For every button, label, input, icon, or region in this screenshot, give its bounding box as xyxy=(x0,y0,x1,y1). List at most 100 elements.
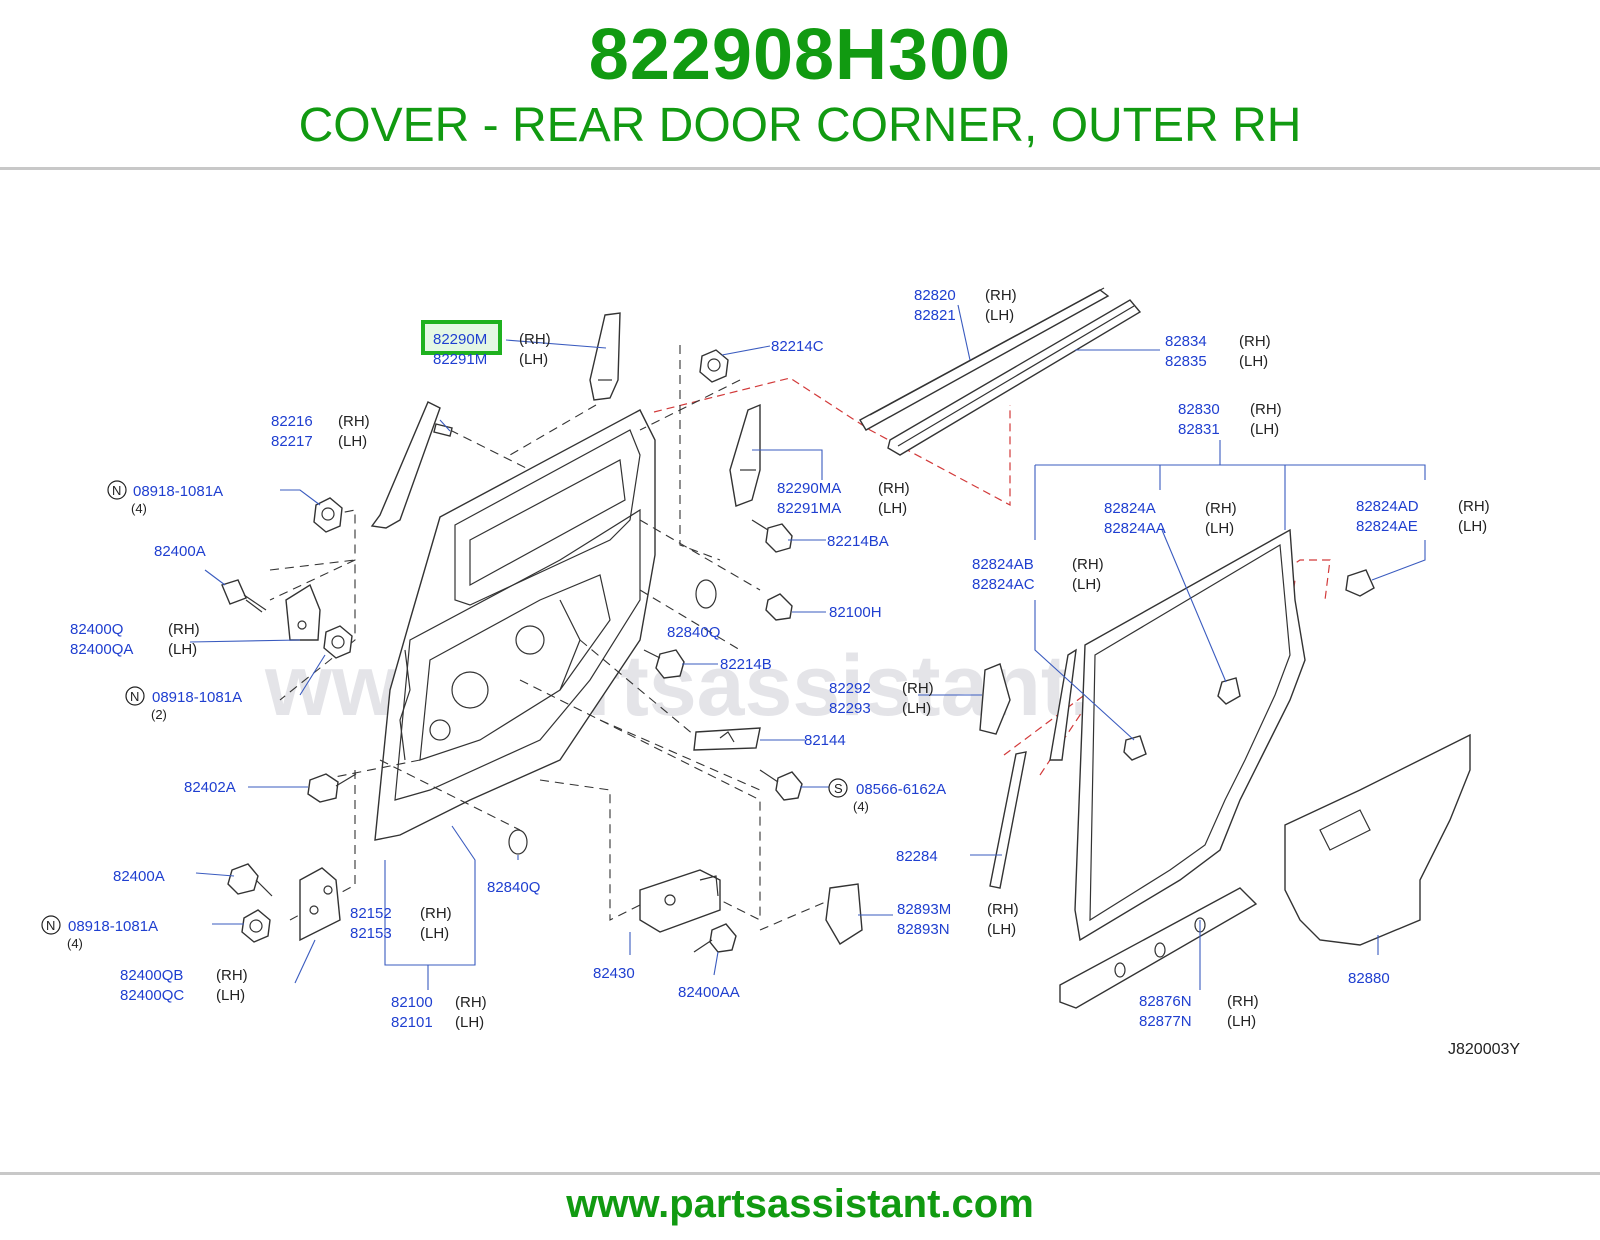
clip-82824AB-part xyxy=(1123,735,1147,761)
label-82152[interactable]: 82152 xyxy=(350,905,392,922)
label-82217[interactable]: 82217 xyxy=(271,433,313,450)
label-82291MA-side: (LH) xyxy=(878,500,907,517)
corner-cover-82290MA-part xyxy=(729,403,761,507)
nut-82214C-part xyxy=(699,349,729,383)
symbol-s-icon xyxy=(828,778,848,798)
corner-cover-82290M-part xyxy=(589,312,621,401)
label-82840Q-upper[interactable]: 82840Q xyxy=(667,624,720,641)
label-82835[interactable]: 82835 xyxy=(1165,353,1207,370)
bolt-82400A-part xyxy=(221,579,267,613)
label-82876N[interactable]: 82876N xyxy=(1139,993,1192,1010)
label-82284[interactable]: 82284 xyxy=(896,848,938,865)
label-82290MA[interactable]: 82290MA xyxy=(777,480,841,497)
label-82100H[interactable]: 82100H xyxy=(829,604,882,621)
labels: 82290M (RH) 82291M (LH) 82214C 82820 (RH… xyxy=(41,287,1520,1058)
symbol-n-icon xyxy=(125,686,145,706)
label-82400AA[interactable]: 82400AA xyxy=(678,984,740,1001)
label-82824AB[interactable]: 82824AB xyxy=(972,556,1034,573)
sash-82216-part xyxy=(370,401,453,529)
qty-b: (2) xyxy=(151,707,167,722)
weatherstrip-82834-part xyxy=(887,299,1142,456)
label-82824AE[interactable]: 82824AE xyxy=(1356,518,1418,535)
label-82834[interactable]: 82834 xyxy=(1165,333,1207,350)
nut-part xyxy=(313,497,343,533)
label-82824AC[interactable]: 82824AC xyxy=(972,576,1035,593)
label-82101-side: (LH) xyxy=(455,1014,484,1031)
hinge-upper-part xyxy=(285,583,321,641)
label-82820[interactable]: 82820 xyxy=(914,287,956,304)
label-82834-side: (RH) xyxy=(1239,333,1271,350)
label-08918-1081A-a[interactable]: 08918-1081A xyxy=(133,483,223,500)
label-82100[interactable]: 82100 xyxy=(391,994,433,1011)
label-82291MA[interactable]: 82291MA xyxy=(777,500,841,517)
clip-82214BA-part xyxy=(751,519,793,553)
label-82292[interactable]: 82292 xyxy=(829,680,871,697)
label-82430[interactable]: 82430 xyxy=(593,965,635,982)
label-82824A[interactable]: 82824A xyxy=(1104,500,1156,517)
label-82400Q-side: (RH) xyxy=(168,621,200,638)
label-82144[interactable]: 82144 xyxy=(804,732,846,749)
label-08918-1081A-b[interactable]: 08918-1081A xyxy=(152,689,242,706)
label-82821[interactable]: 82821 xyxy=(914,307,956,324)
label-82830[interactable]: 82830 xyxy=(1178,401,1220,418)
clip-82214B-part xyxy=(643,649,685,679)
label-82290M-side: (RH) xyxy=(519,331,551,348)
label-82824AD[interactable]: 82824AD xyxy=(1356,498,1419,515)
leader-lines xyxy=(189,304,1426,990)
clip-82824AD-part xyxy=(1345,569,1375,597)
label-82293[interactable]: 82293 xyxy=(829,700,871,717)
label-82821-side: (LH) xyxy=(985,307,1014,324)
label-82824AA-side: (LH) xyxy=(1205,520,1234,537)
label-82216[interactable]: 82216 xyxy=(271,413,313,430)
label-82877N-side: (LH) xyxy=(1227,1013,1256,1030)
label-82877N[interactable]: 82877N xyxy=(1139,1013,1192,1030)
footer-url[interactable]: www.partsassistant.com xyxy=(566,1182,1034,1226)
highlight-box xyxy=(421,320,502,355)
label-82400Q[interactable]: 82400Q xyxy=(70,621,123,638)
label-82101[interactable]: 82101 xyxy=(391,1014,433,1031)
sealing-screen-82880-part xyxy=(1284,733,1471,946)
label-82400QB[interactable]: 82400QB xyxy=(120,967,183,984)
label-82824AA[interactable]: 82824AA xyxy=(1104,520,1166,537)
label-82893M[interactable]: 82893M xyxy=(897,901,951,918)
label-82153[interactable]: 82153 xyxy=(350,925,392,942)
label-82153-side: (LH) xyxy=(420,925,449,942)
symbol-s-text: S xyxy=(834,781,843,796)
label-82217-side: (LH) xyxy=(338,433,367,450)
label-82840Q-lower[interactable]: 82840Q xyxy=(487,879,540,896)
label-82893N[interactable]: 82893N xyxy=(897,921,950,938)
label-82831[interactable]: 82831 xyxy=(1178,421,1220,438)
clip-82824A-part xyxy=(1217,677,1241,705)
label-82402A[interactable]: 82402A xyxy=(184,779,236,796)
symbol-n-icon xyxy=(41,915,61,935)
sill-82876N-part xyxy=(1059,887,1258,1009)
qty-s: (4) xyxy=(853,799,869,814)
strip-82284-part xyxy=(989,751,1027,889)
label-82290MA-side: (RH) xyxy=(878,480,910,497)
label-82214B[interactable]: 82214B xyxy=(720,656,772,673)
part-number-title: 822908H300 xyxy=(588,15,1012,95)
label-82824AC-side: (LH) xyxy=(1072,576,1101,593)
label-82400QC[interactable]: 82400QC xyxy=(120,987,184,1004)
bolt-82402A-part xyxy=(307,773,357,803)
label-82400QA[interactable]: 82400QA xyxy=(70,641,133,658)
label-82100-side: (RH) xyxy=(455,994,487,1011)
label-82214C[interactable]: 82214C xyxy=(771,338,824,355)
label-08566-6162A[interactable]: 08566-6162A xyxy=(856,781,946,798)
label-82820-side: (RH) xyxy=(985,287,1017,304)
label-82824A-side: (RH) xyxy=(1205,500,1237,517)
rear-door-panel xyxy=(374,409,656,841)
label-82214BA[interactable]: 82214BA xyxy=(827,533,889,550)
label-08918-1081A-c[interactable]: 08918-1081A xyxy=(68,918,158,935)
symbol-n-text: N xyxy=(112,483,121,498)
label-82291M[interactable]: 82291M xyxy=(433,351,487,368)
label-82400A-lower[interactable]: 82400A xyxy=(113,868,165,885)
strip-82824-part xyxy=(1049,648,1077,761)
label-82876N-side: (RH) xyxy=(1227,993,1259,1010)
symbol-n-text: N xyxy=(46,918,55,933)
label-82880[interactable]: 82880 xyxy=(1348,970,1390,987)
label-82400A-upper[interactable]: 82400A xyxy=(154,543,206,560)
label-82893N-side: (LH) xyxy=(987,921,1016,938)
label-82290M[interactable]: 82290M xyxy=(433,331,487,348)
